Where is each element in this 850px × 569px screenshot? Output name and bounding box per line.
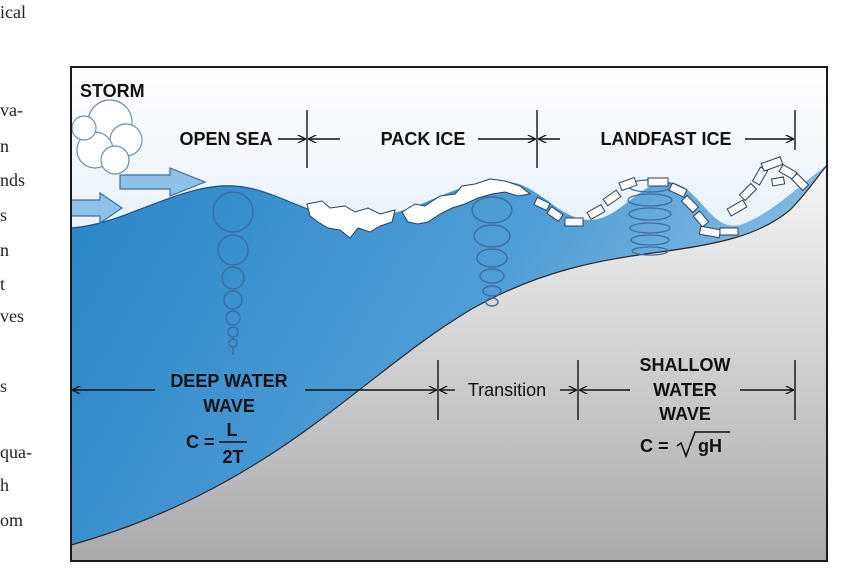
transition-label: Transition <box>468 380 546 400</box>
water-surface <box>71 185 321 229</box>
zone-label-open-sea: OPEN SEA <box>179 129 272 149</box>
margin-fragment: t <box>0 274 6 294</box>
margin-fragment: h <box>0 475 9 495</box>
formula-shallow-radicand: gH <box>698 436 722 456</box>
margin-fragment: n <box>0 136 9 156</box>
formula-deep-numerator: L <box>227 420 238 440</box>
margin-fragment: n <box>0 240 9 260</box>
deep-water-label-line1: DEEP WATER <box>170 371 287 391</box>
storm-label: STORM <box>80 81 145 101</box>
zone-label-pack-ice: PACK ICE <box>381 129 466 149</box>
margin-fragment: ical <box>0 2 26 22</box>
formula-deep-lhs: C = <box>186 432 215 452</box>
formula-shallow-lhs: C = <box>640 436 669 456</box>
shallow-water-label-line2: WATER <box>653 380 717 400</box>
top-zone-dimensions <box>278 110 796 168</box>
shallow-water-label-line3: WAVE <box>659 404 711 424</box>
pack-ice <box>306 178 532 239</box>
margin-fragment: s <box>0 205 8 225</box>
margin-fragment: ves <box>0 306 24 326</box>
bottom-zone-dimensions <box>73 360 796 420</box>
transition-orbitals <box>471 196 513 307</box>
margin-fragment: qua- <box>0 442 32 462</box>
formula-deep-denominator: 2T <box>222 447 243 467</box>
shallow-water-formula: C = gH <box>640 431 730 459</box>
landfast-ice <box>533 156 810 239</box>
storm-cloud <box>71 99 143 175</box>
margin-text-fragments: ical va- n nds s n t ves s qua- h om <box>0 0 40 569</box>
margin-fragment: om <box>0 510 24 530</box>
square-root-sign <box>676 431 730 459</box>
wind-arrows <box>70 167 207 225</box>
seabed <box>71 164 827 561</box>
deep-water-label-line2: WAVE <box>203 396 255 416</box>
margin-fragment: nds <box>0 170 26 190</box>
margin-fragment: s <box>0 376 8 396</box>
margin-fragment: va- <box>0 100 23 120</box>
deep-water-orbitals <box>212 191 254 355</box>
zone-label-landfast-ice: LANDFAST ICE <box>600 129 731 149</box>
diagram-frame <box>70 66 828 562</box>
deep-water-formula: C = L 2T <box>186 420 247 467</box>
shallow-water-label-line1: SHALLOW <box>640 355 731 375</box>
